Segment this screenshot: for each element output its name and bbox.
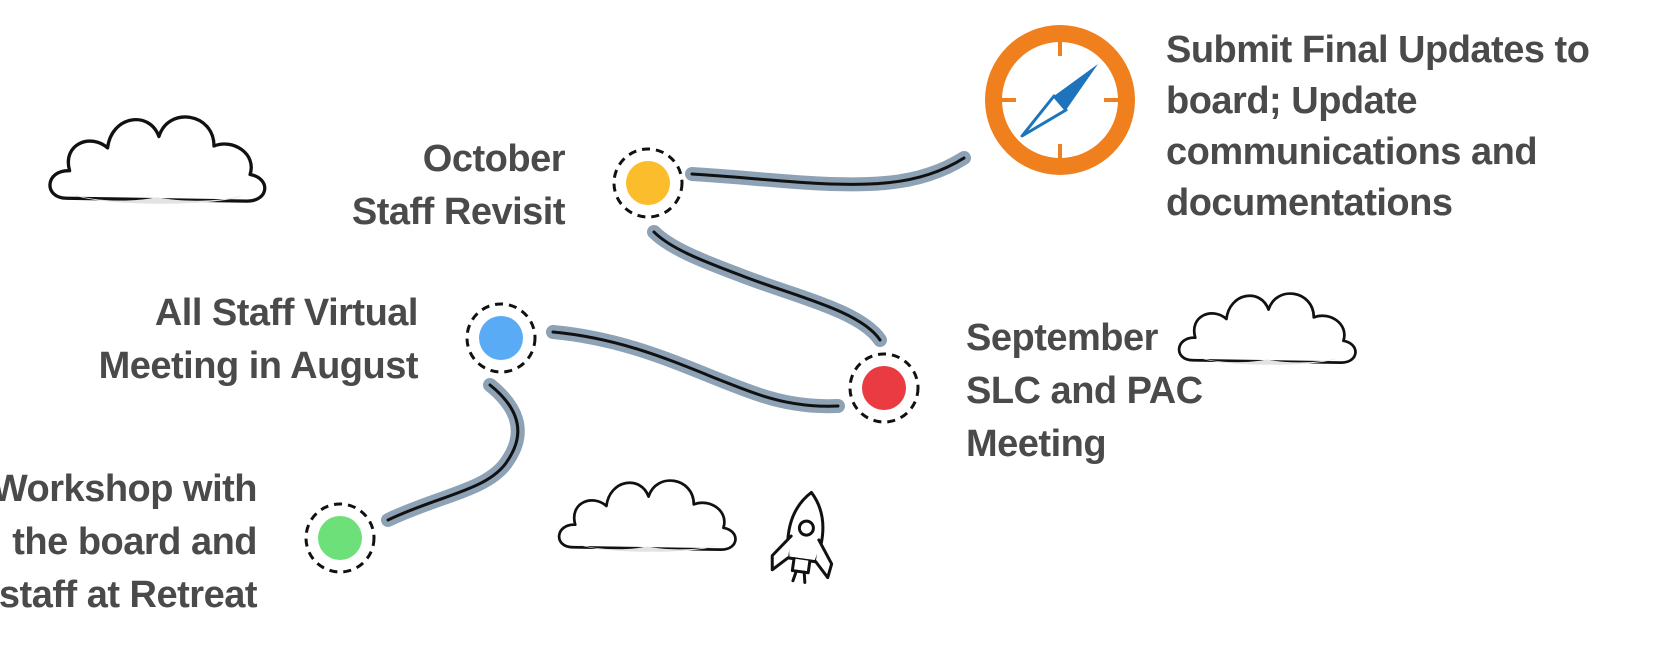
label-line: staff at Retreat: [0, 574, 258, 616]
label-line: SLC and PAC: [966, 370, 1203, 412]
path-august-to-september: [546, 325, 845, 414]
label-line: communications and: [1166, 131, 1538, 173]
label-line: Meeting: [966, 423, 1107, 465]
label-line: All Staff Virtual: [154, 292, 419, 334]
label-line: October: [422, 138, 566, 180]
milestone-node-august: [465, 302, 537, 374]
label-line: Workshop with: [0, 468, 258, 510]
milestone-label-october: October Staff Revisit: [351, 133, 566, 239]
cloud-icon: [48, 115, 267, 206]
milestone-label-august: All Staff Virtual Meeting in August: [98, 287, 419, 393]
label-line: Meeting in August: [98, 345, 419, 387]
label-line: Staff Revisit: [351, 191, 566, 233]
milestone-label-final: Submit Final Updates to board; Update co…: [1166, 25, 1590, 229]
label-line: September: [966, 317, 1158, 359]
label-line: the board and: [12, 521, 257, 563]
milestone-label-workshop: Workshop with the board and staff at Ret…: [0, 463, 258, 622]
milestone-node-workshop: [304, 502, 376, 574]
label-line: Submit Final Updates to: [1166, 29, 1590, 71]
path-october-to-final: [685, 151, 971, 192]
rocket-icon: [770, 490, 834, 584]
cloud-icon: [1177, 292, 1357, 367]
label-line: board; Update: [1166, 80, 1418, 122]
label-line: documentations: [1166, 182, 1453, 224]
milestone-label-september: September SLC and PAC Meeting: [966, 312, 1203, 471]
milestone-node-september: [848, 352, 920, 424]
path-september-to-october: [647, 225, 887, 347]
path-workshop-to-august: [381, 378, 525, 527]
cloud-icon: [557, 479, 737, 554]
compass-icon: [985, 25, 1135, 175]
milestone-node-october: [612, 147, 684, 219]
